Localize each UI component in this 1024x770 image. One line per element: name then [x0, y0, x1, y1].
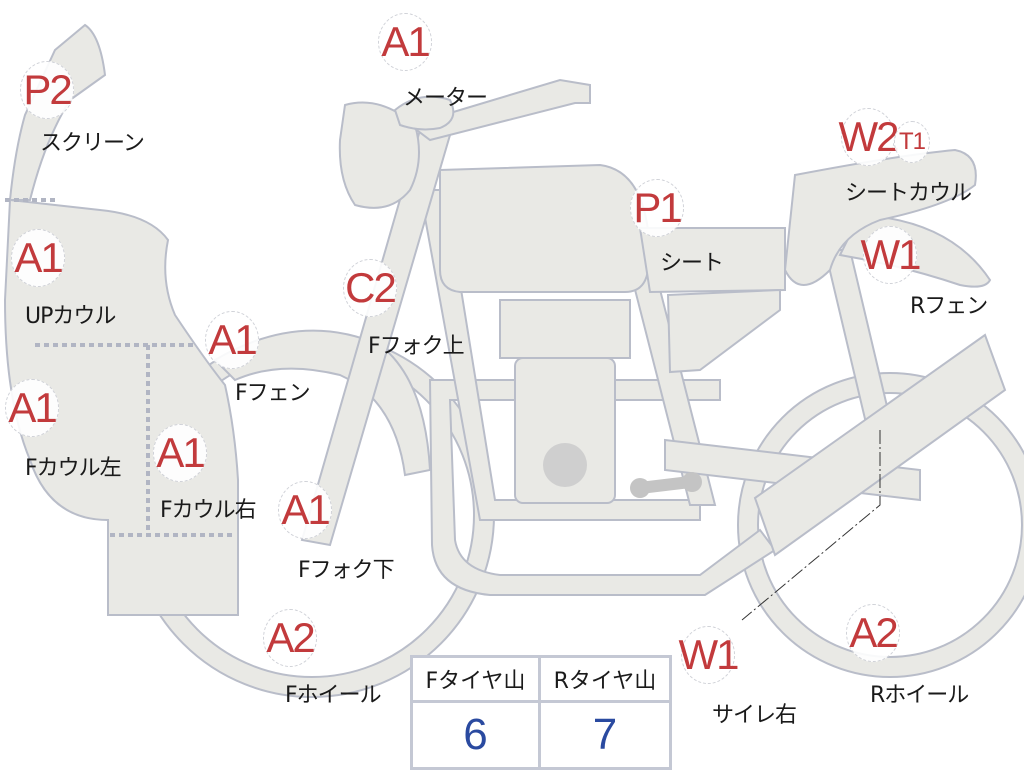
part-label: スクリーン — [40, 131, 145, 156]
frame — [428, 379, 777, 596]
part-label: Fフォク下 — [298, 558, 395, 583]
part-label: Fカウル左 — [25, 456, 122, 481]
part-label: メーター — [403, 86, 488, 111]
damage-code-marker: T1 — [894, 121, 930, 163]
damage-code-marker: P1 — [630, 179, 684, 237]
damage-code-marker: W1 — [679, 626, 740, 684]
part-label: シートカウル — [845, 181, 972, 206]
part-label: Fカウル右 — [160, 498, 257, 523]
handlebar — [407, 78, 591, 142]
fuel-tank — [439, 163, 649, 293]
front-tire-value: 6 — [410, 700, 541, 770]
leader-line — [741, 430, 881, 621]
damage-code-marker: A2 — [263, 609, 317, 667]
part-label: Fフォク上 — [368, 334, 465, 359]
part-label: UPカウル — [25, 304, 116, 329]
damage-code-marker: A2 — [846, 604, 900, 662]
part-label: Fホイール — [285, 683, 382, 708]
part-label: Rホイール — [870, 683, 969, 708]
front-cowl — [3, 198, 239, 616]
engine-top — [499, 299, 631, 359]
muffler — [753, 333, 1007, 557]
damage-code-marker: A1 — [278, 481, 332, 539]
rear-tire-value: 7 — [537, 700, 673, 770]
part-label: サイレ右 — [712, 703, 797, 728]
meter — [393, 95, 455, 131]
side-cover — [666, 288, 781, 374]
damage-code-marker: C2 — [343, 259, 397, 317]
part-label: シート — [660, 251, 724, 276]
engine-block — [514, 357, 616, 504]
damage-code-marker: P2 — [20, 61, 74, 119]
damage-code-marker: A1 — [11, 229, 65, 287]
part-label: Rフェン — [910, 294, 988, 319]
damage-code-marker: A1 — [5, 379, 59, 437]
front-tire-header: Fタイヤ山 — [410, 655, 541, 703]
damage-code-marker: W1 — [861, 226, 922, 284]
damage-code-marker: A1 — [205, 311, 259, 369]
damage-code-marker: A1 — [153, 424, 207, 482]
engine-cover — [543, 443, 587, 487]
tire-tread-table: Fタイヤ山 Rタイヤ山 6 7 — [410, 655, 673, 770]
seat — [638, 227, 786, 294]
damage-code-marker: W2 — [839, 108, 900, 166]
rear-tire-header: Rタイヤ山 — [537, 655, 673, 703]
damage-code-marker: A1 — [378, 13, 432, 71]
part-label: Fフェン — [235, 381, 311, 406]
